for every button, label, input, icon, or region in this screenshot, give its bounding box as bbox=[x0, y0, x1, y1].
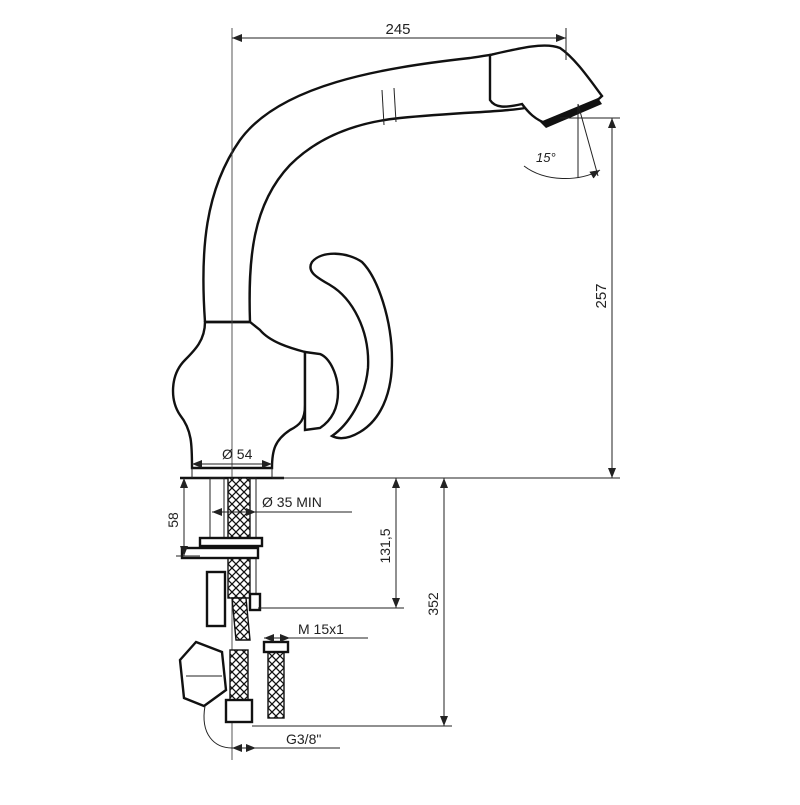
spout-joint-line bbox=[381, 89, 385, 126]
dim-label-thread-g: G3/8" bbox=[286, 731, 321, 747]
braided-hose-lower bbox=[231, 597, 251, 641]
faucet-body bbox=[171, 44, 604, 480]
dim-label-width: 245 bbox=[385, 21, 410, 38]
dim-label-angle: 15° bbox=[536, 150, 556, 165]
under-counter-parts bbox=[178, 477, 290, 749]
spray-head bbox=[488, 44, 604, 126]
dim-label-height: 257 bbox=[593, 283, 610, 308]
dimension-lines: 245 257 15° Ø 54 Ø 35 MIN 58 131,5 352 bbox=[165, 21, 620, 752]
spray-nozzle bbox=[540, 95, 602, 128]
angle-ref-tilt bbox=[577, 103, 599, 177]
shank-tube bbox=[209, 477, 225, 539]
counterweight bbox=[178, 640, 228, 708]
dim-label-352: 352 bbox=[425, 592, 441, 616]
dim-label-58: 58 bbox=[165, 512, 181, 528]
lever-handle bbox=[309, 252, 394, 440]
dim-label-hole: Ø 35 MIN bbox=[262, 494, 322, 510]
hose-clip bbox=[248, 592, 262, 612]
cartridge-cap bbox=[303, 350, 340, 432]
hose-fitting bbox=[205, 570, 227, 628]
threaded-connector bbox=[267, 647, 285, 719]
dim-label-131: 131,5 bbox=[377, 528, 393, 563]
spout-inner-line bbox=[248, 106, 526, 323]
hose-loop bbox=[203, 705, 233, 749]
dim-label-thread-m: M 15x1 bbox=[298, 621, 344, 637]
angle-arc bbox=[523, 165, 601, 179]
supply-nut bbox=[224, 698, 254, 724]
connector-nut bbox=[262, 640, 290, 654]
fixing-washer bbox=[198, 536, 264, 548]
dim-label-base-diameter: Ø 54 bbox=[222, 446, 253, 462]
spout-joint-line-2 bbox=[393, 87, 397, 123]
